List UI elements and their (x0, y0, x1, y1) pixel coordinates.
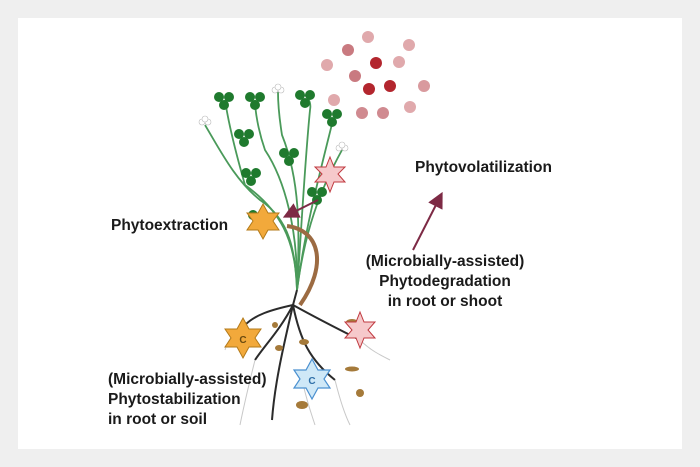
extraction-arrow (282, 199, 319, 218)
volatilized-contaminant-dots (321, 31, 430, 119)
degradation-star-root (343, 310, 377, 350)
stabilization-line-1: (Microbially-assisted) (108, 371, 267, 388)
stabilization-line-3: in root or soil (108, 411, 208, 428)
stabilization-line-2: Phytostabilization (108, 391, 241, 408)
figure-panel (18, 18, 682, 449)
plant-stems (204, 91, 343, 291)
label-phytostabilization: (Microbially-assisted) Phytostabilizatio… (108, 370, 267, 430)
degradation-line-2: Phytodegradation (379, 273, 511, 290)
star-letter: C (239, 335, 246, 346)
stabilization-star-blue (292, 357, 332, 401)
extraction-star (246, 202, 280, 241)
label-phytovolatilization: Phytovolatilization (415, 159, 552, 176)
degradation-line-3: in root or shoot (387, 293, 503, 310)
degradation-line-1: (Microbially-assisted) (365, 253, 525, 270)
star-letter: C (308, 376, 315, 387)
label-phytoextraction: Phytoextraction (111, 217, 229, 234)
transport-tube (286, 224, 319, 307)
stabilization-star-orange (224, 316, 262, 360)
degradation-star-shoot (313, 155, 347, 194)
label-phytodegradation: (Microbially-assisted) Phytodegradation … (350, 252, 540, 312)
volatilization-arrow (412, 191, 443, 251)
